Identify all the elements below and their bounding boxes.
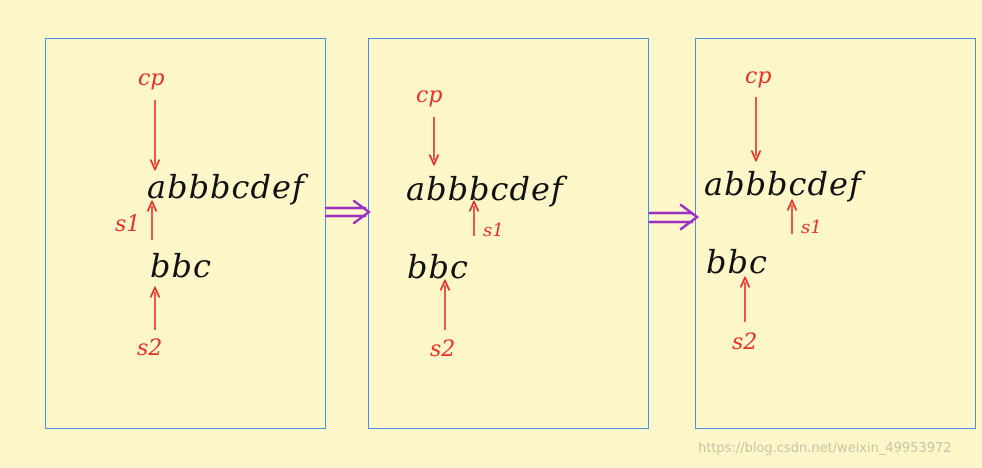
- panel-3-cp-label: cp: [745, 64, 772, 89]
- panel-2-s2-label: s2: [430, 337, 456, 362]
- panel-2-main-string: abbbcdef: [406, 170, 564, 208]
- panel-2-s1-label: s1: [483, 220, 504, 241]
- panel-3-s1-label: s1: [801, 217, 822, 238]
- panel-1-cp-label: cp: [138, 66, 165, 91]
- panel-2-frame: [368, 38, 649, 429]
- panel-1-s2-label: s2: [137, 336, 163, 361]
- panel-1-frame: [45, 38, 326, 429]
- panel-1-pattern-string: bbc: [150, 247, 212, 285]
- panel-3-frame: [695, 38, 976, 429]
- transition-arrow-2: [648, 203, 700, 231]
- panel-3-pattern-string: bbc: [706, 243, 768, 281]
- panel-2-pattern-string: bbc: [407, 248, 469, 286]
- transition-arrow-1: [324, 199, 372, 225]
- panel-3-s2-label: s2: [732, 330, 758, 355]
- watermark-text: https://blog.csdn.net/weixin_49953972: [698, 441, 952, 456]
- panel-3-main-string: abbbcdef: [704, 165, 862, 203]
- panel-1-main-string: abbbcdef: [147, 168, 305, 206]
- panel-2-cp-label: cp: [416, 83, 443, 108]
- panel-1-s1-label: s1: [115, 212, 141, 237]
